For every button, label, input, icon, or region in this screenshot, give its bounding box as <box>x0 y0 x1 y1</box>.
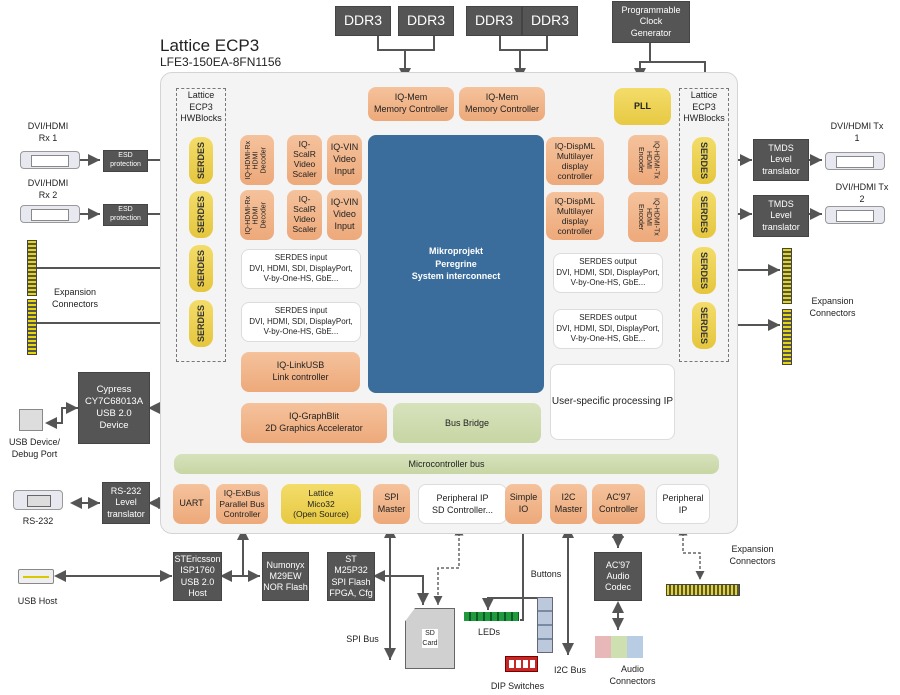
simple-io: Simple IO <box>505 484 542 524</box>
leds-icon <box>464 612 519 621</box>
iq-scalr-video-scaler-1: IQ- ScalR Video Scaler <box>287 135 322 185</box>
cypress-usb-device: Cypress CY7C68013A USB 2.0 Device <box>78 372 150 444</box>
sd-card-icon: SD Card <box>405 608 455 669</box>
iq-linkusb-controller: IQ-LinkUSB Link controller <box>241 352 360 392</box>
peripheral-ip-sd-controller: Peripheral IP SD Controller... <box>418 484 507 524</box>
expansion-connector-icon <box>666 584 740 596</box>
i2c-master: I2C Master <box>550 484 587 524</box>
spi-master: SPI Master <box>373 484 410 524</box>
iq-dispml-controller-1: IQ-DispML Multilayer display controller <box>546 137 604 185</box>
iq-scalr-video-scaler-2: IQ- ScalR Video Scaler <box>287 190 322 240</box>
hdmi-tx-encoder-2: IQ-HDMI-Tx HDMI Encoder <box>628 192 668 242</box>
pll-block: PLL <box>614 88 671 125</box>
dvi-connector-icon <box>20 205 80 223</box>
serdes-rx1: SERDES <box>189 137 213 184</box>
ac97-audio-codec: AC'97 Audio Codec <box>594 552 642 601</box>
serdes-input-1: SERDES <box>189 245 213 292</box>
spi-bus-label: SPI Bus <box>346 634 379 644</box>
hdmi-tx-encoder-1: IQ-HDMI-Tx HDMI Encoder <box>628 135 668 185</box>
fpga-title: Lattice ECP3 <box>160 36 260 55</box>
microcontroller-bus: Microcontroller bus <box>174 454 719 474</box>
expansion-connector-icon <box>27 299 37 355</box>
usb-b-port-icon <box>19 409 43 431</box>
user-specific-processing-ip: User-specific processing IP <box>550 364 675 440</box>
iq-graphblit-accelerator: IQ-GraphBlit 2D Graphics Accelerator <box>241 403 387 443</box>
serdes-output-block-1: SERDES output DVI, HDMI, SDI, DisplayPor… <box>553 253 663 293</box>
hdmi-rx-decoder-2: IQ-HDMI-Rx HDMI Decoder <box>240 190 274 240</box>
serdes-output-1: SERDES <box>692 247 716 294</box>
iq-dispml-controller-2: IQ-DispML Multilayer display controller <box>546 192 604 240</box>
uart-block: UART <box>173 484 210 524</box>
dvi-hdmi-tx2-label: DVI/HDMI Tx 2 <box>835 182 889 204</box>
audio-jack-pink-icon <box>595 636 611 658</box>
audio-jack-green-icon <box>611 636 627 658</box>
dip-switches-icon <box>505 656 538 672</box>
iq-mem-controller-1: IQ-Mem Memory Controller <box>368 87 454 121</box>
dvi-hdmi-rx2-label: DVI/HDMI Rx 2 <box>27 178 69 200</box>
st-spi-flash: ST M25P32 SPI Flash FPGA, Cfg <box>327 552 375 601</box>
usb-a-port-icon <box>18 569 54 584</box>
expansion-connector-icon <box>782 248 792 304</box>
lattice-mico32-cpu: Lattice Mico32 (Open Source) <box>281 484 361 524</box>
iq-vin-video-input-1: IQ-VIN Video Input <box>327 135 362 185</box>
hwblocks-left-group <box>176 88 226 362</box>
dvi-hdmi-tx1-label: DVI/HDMI Tx 1 <box>830 121 884 143</box>
ddr-link-left <box>377 35 435 51</box>
expansion-connectors-bottom-label: Expansion Connectors <box>729 544 776 566</box>
serdes-output-2: SERDES <box>692 302 716 349</box>
peregrine-system-interconnect: Mikroprojekt Peregrine System interconne… <box>368 135 544 393</box>
serdes-rx2: SERDES <box>189 191 213 238</box>
serdes-tx1: SERDES <box>692 137 716 184</box>
ddr3-chip: DDR3 <box>522 6 578 36</box>
dvi-connector-icon <box>20 151 80 169</box>
ste-isp1760-usb-host: STEricsson ISP1760 USB 2.0 Host <box>173 552 222 601</box>
hwblocks-left-label: Lattice ECP3 HWBlocks <box>180 90 222 124</box>
rs232-label: RS-232 <box>22 516 54 526</box>
tmds-level-translator-1: TMDS Level translator <box>753 139 809 181</box>
iq-exbus-controller: IQ-ExBus Parallel Bus Controller <box>216 484 268 524</box>
dvi-connector-icon <box>825 152 885 170</box>
ddr3-chip: DDR3 <box>398 6 454 36</box>
serdes-input-block-1: SERDES input DVI, HDMI, SDI, DisplayPort… <box>241 249 361 289</box>
clock-generator: Programmable Clock Generator <box>612 1 690 43</box>
hdmi-rx-decoder-1: IQ-HDMI-Rx HDMI Decoder <box>240 135 274 185</box>
serdes-output-block-2: SERDES output DVI, HDMI, SDI, DisplayPor… <box>553 309 663 349</box>
serdes-input-block-2: SERDES input DVI, HDMI, SDI, DisplayPort… <box>241 302 361 342</box>
fpga-part-number: LFE3-150EA-8FN1156 <box>160 55 282 69</box>
expansion-connector-icon <box>27 240 37 296</box>
peripheral-ip: Peripheral IP <box>656 484 710 524</box>
buttons-label: Buttons <box>530 569 562 579</box>
iq-vin-video-input-2: IQ-VIN Video Input <box>327 190 362 240</box>
ac97-controller: AC'97 Controller <box>592 484 645 524</box>
expansion-connectors-right-label: Expansion Connectors <box>809 296 856 318</box>
ddr3-chip: DDR3 <box>335 6 391 36</box>
dvi-connector-icon <box>825 206 885 224</box>
iq-mem-controller-2: IQ-Mem Memory Controller <box>459 87 545 121</box>
usb-device-debug-label: USB Device/ Debug Port <box>8 437 61 459</box>
leds-label: LEDs <box>477 627 500 637</box>
esd-protection-1: ESD protection <box>103 150 148 172</box>
numonyx-nor-flash: Numonyx M29EW NOR Flash <box>262 552 309 601</box>
serdes-input-2: SERDES <box>189 300 213 347</box>
dvi-hdmi-rx1-label: DVI/HDMI Rx 1 <box>27 121 69 143</box>
audio-connectors-label: Audio Connectors <box>609 664 656 686</box>
dip-switches-label: DIP Switches <box>490 681 545 691</box>
usb-host-label: USB Host <box>17 596 58 606</box>
audio-jack-blue-icon <box>627 636 643 658</box>
hwblocks-right-group <box>679 88 729 362</box>
i2c-bus-label: I2C Bus <box>553 665 586 675</box>
expansion-connectors-left-label: Expansion Connectors <box>51 287 99 309</box>
rs232-port-icon <box>13 490 63 510</box>
serdes-tx2: SERDES <box>692 191 716 238</box>
expansion-connector-icon <box>782 309 792 365</box>
hwblocks-right-label: Lattice ECP3 HWBlocks <box>683 90 725 124</box>
ddr3-chip: DDR3 <box>466 6 522 36</box>
tmds-level-translator-2: TMDS Level translator <box>753 195 809 237</box>
buttons-icon <box>537 597 553 653</box>
esd-protection-2: ESD protection <box>103 204 148 226</box>
bus-bridge: Bus Bridge <box>393 403 541 443</box>
rs232-level-translator: RS-232 Level translator <box>102 482 150 524</box>
